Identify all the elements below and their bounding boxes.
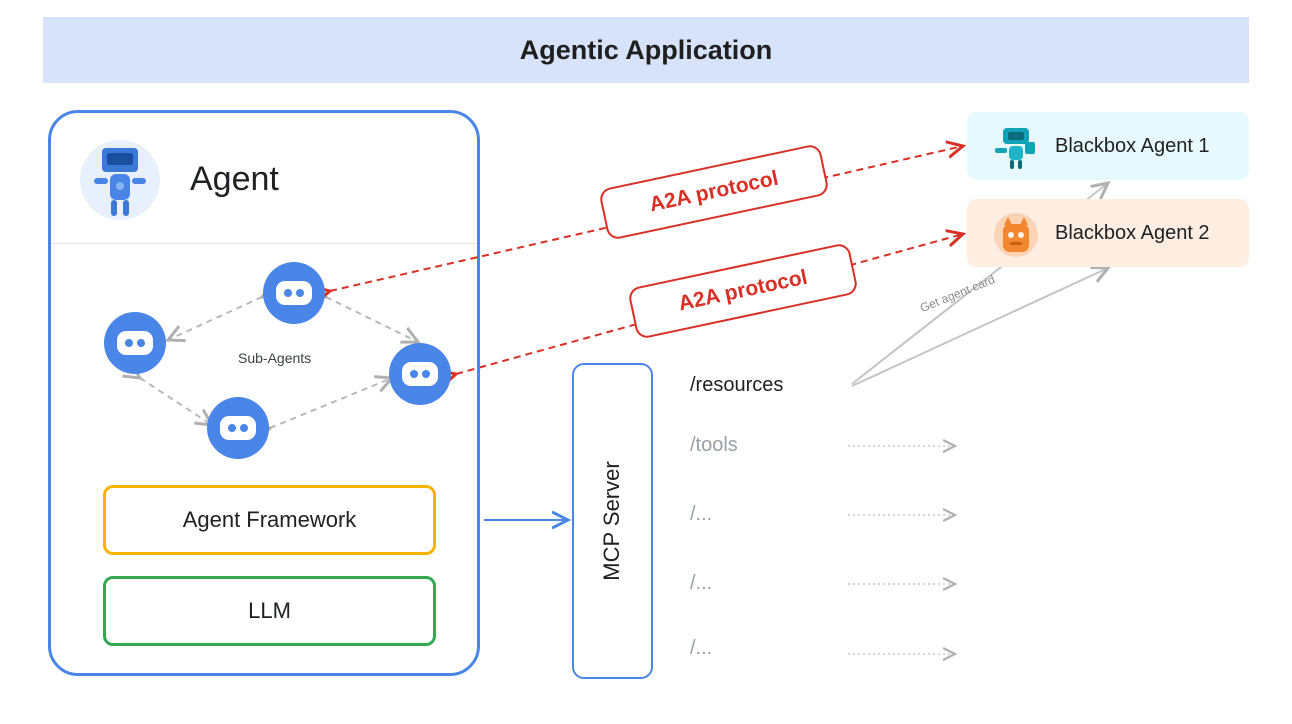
- sub-agent-link: [140, 378, 212, 425]
- blackbox-agent-2-card: Blackbox Agent 2: [967, 199, 1249, 267]
- sub-agent-bot-icon: [207, 397, 269, 459]
- agent-container: [48, 110, 480, 676]
- route-item: /...: [690, 503, 713, 525]
- sub-agent-bot-icon: [389, 343, 451, 405]
- route-item: /...: [690, 572, 713, 594]
- sub-agents-label: Sub-Agents: [238, 350, 312, 366]
- app-banner: Agentic Application: [43, 17, 1249, 83]
- sub-agent-bot-icon: [104, 312, 166, 374]
- route-item: /...: [690, 637, 713, 659]
- agent-framework-box: Agent Framework: [103, 485, 436, 555]
- robot-orange-icon: [991, 209, 1041, 259]
- robot-teal-icon: [991, 122, 1041, 172]
- blackbox-agent-2-label: Blackbox Agent 2: [1055, 221, 1210, 244]
- mcp-server-box: [572, 363, 653, 679]
- route-tools: /tools: [690, 434, 738, 456]
- blackbox-agent-1-card: Blackbox Agent 1: [967, 112, 1249, 180]
- llm-label: LLM: [248, 598, 291, 623]
- agent-divider: [52, 243, 476, 244]
- mcp-server-label: MCP Server: [599, 461, 624, 581]
- banner-title: Agentic Application: [519, 34, 773, 65]
- route-resources: /resources: [690, 374, 784, 396]
- sub-agent-bot-icon: [263, 262, 325, 324]
- blackbox-agent-1-label: Blackbox Agent 1: [1055, 134, 1210, 157]
- get-card-link-2: [851, 268, 1108, 387]
- a2a-link-2: [456, 234, 963, 374]
- agent-framework-label: Agent Framework: [182, 507, 357, 532]
- llm-box: LLM: [103, 576, 436, 646]
- agent-title: Agent: [190, 160, 279, 198]
- robot-avatar-icon: [80, 140, 160, 220]
